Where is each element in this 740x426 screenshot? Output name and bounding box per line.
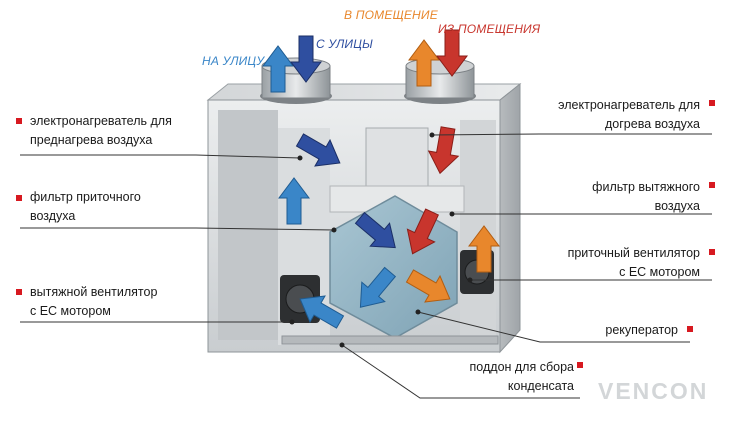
arrow-icon bbox=[359, 266, 397, 308]
label-preheater: электронагреватель для преднагрева возду… bbox=[30, 114, 172, 147]
reheater-box bbox=[365, 127, 429, 191]
drain-pan bbox=[281, 335, 499, 345]
label-exhaust-filter: фильтр вытяжного воздуха bbox=[592, 180, 700, 213]
flow-from-room-label: ИЗ ПОМЕЩЕНИЯ bbox=[438, 22, 541, 36]
callout-dots bbox=[289, 132, 473, 348]
callout-lines bbox=[20, 133, 712, 399]
arrow-icon bbox=[405, 269, 451, 303]
cabinet-interior bbox=[218, 110, 278, 340]
label-exhaust-fan: вытяжной вентилятор с ЕС мотором bbox=[30, 285, 158, 318]
arrow-icon bbox=[290, 35, 322, 83]
arrow-icon bbox=[295, 133, 341, 167]
arrow-icon bbox=[278, 177, 310, 225]
arrow-icon bbox=[436, 29, 468, 77]
flow-to-room-label: В ПОМЕЩЕНИЕ bbox=[344, 8, 438, 22]
label-drain-pan: поддон для сбора конденсата bbox=[469, 360, 574, 393]
arrow-icon bbox=[354, 211, 396, 249]
label-supply-fan: приточный вентилятор с ЕС мотором bbox=[567, 246, 700, 279]
label-recuperator: рекуператор bbox=[605, 323, 678, 337]
label-reheater: электронагреватель для догрева воздуха bbox=[558, 98, 700, 131]
arrow-icon bbox=[262, 45, 294, 93]
cabinet-side bbox=[499, 82, 521, 354]
arrow-icon bbox=[468, 225, 500, 273]
label-supply-filter: фильтр приточного воздуха bbox=[30, 190, 141, 223]
arrow-icon bbox=[408, 39, 440, 87]
arrow-icon bbox=[299, 295, 345, 329]
red-square-marker bbox=[16, 100, 715, 368]
brand-watermark: VENCON bbox=[598, 378, 709, 404]
flow-from-street-label: С УЛИЦЫ bbox=[316, 37, 373, 51]
arrow-icon bbox=[406, 208, 440, 255]
cabinet-interior bbox=[460, 120, 496, 342]
flow-outdoor-label: НА УЛИЦУ bbox=[202, 54, 265, 68]
arrow-icon bbox=[427, 126, 460, 175]
